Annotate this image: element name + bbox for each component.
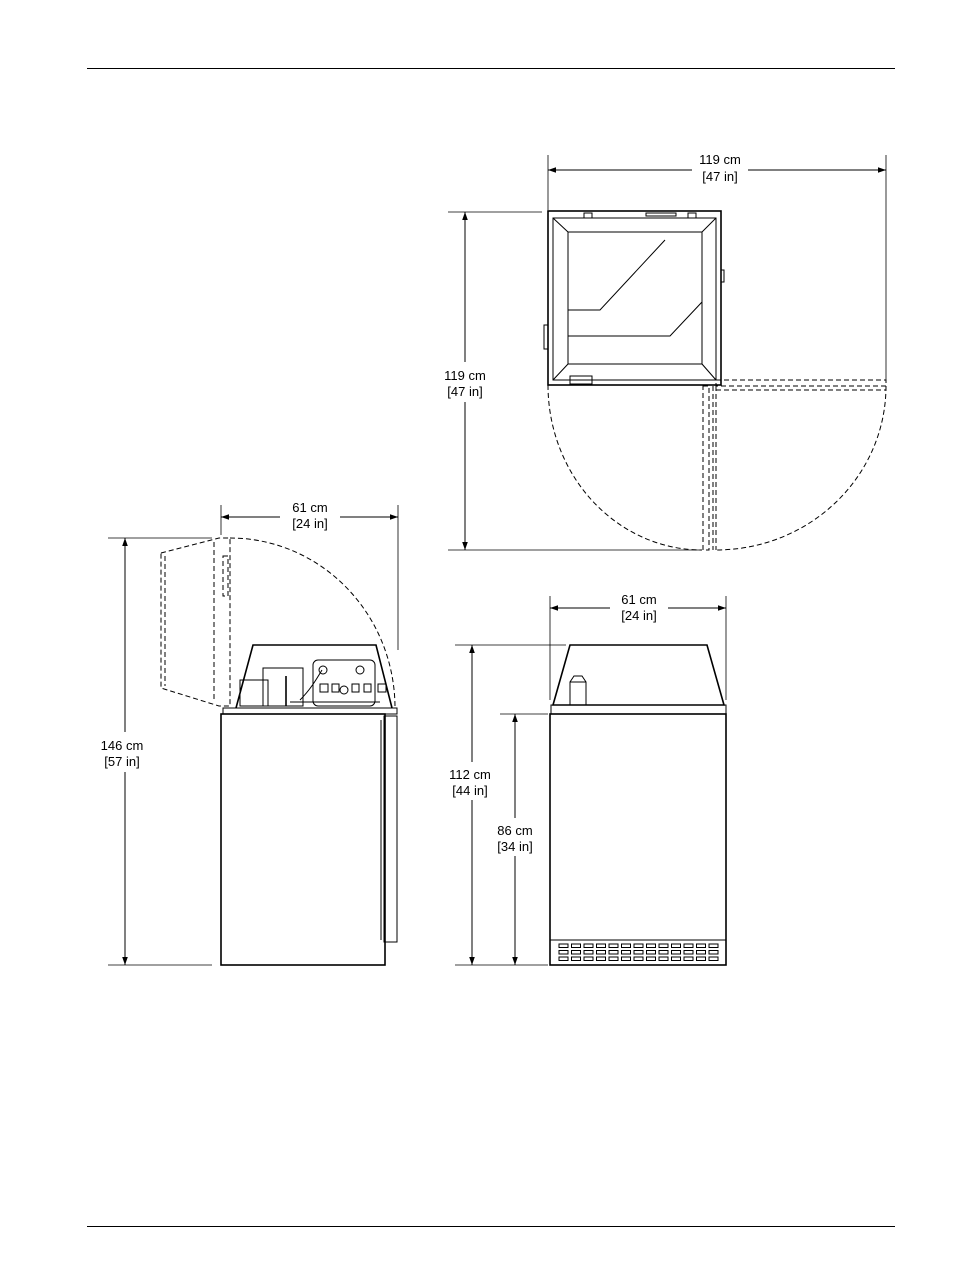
vent-slot <box>559 957 568 961</box>
vent-slot <box>622 944 631 948</box>
side-height-metric-label: 146 cm <box>101 738 144 753</box>
front-vents <box>559 944 718 961</box>
vent-slot <box>709 944 718 948</box>
vent-slot <box>684 957 693 961</box>
vent-slot <box>659 957 668 961</box>
vent-slot <box>597 951 606 955</box>
vent-slot <box>634 944 643 948</box>
vent-slot <box>634 951 643 955</box>
vent-slot <box>672 951 681 955</box>
side-view: 61 cm [24 in] 146 cm [57 in] <box>101 500 398 965</box>
top-depth-metric-label: 119 cm <box>444 368 486 383</box>
top-view: 119 cm [47 in] 119 cm [47 in] <box>444 152 886 550</box>
front-height-metric-label: 112 cm <box>449 767 491 782</box>
top-width-imperial-label: [47 in] <box>702 169 737 184</box>
vent-slot <box>684 944 693 948</box>
vent-slot <box>709 951 718 955</box>
vent-slot <box>584 957 593 961</box>
front-body-height-imperial-label: [34 in] <box>497 839 532 854</box>
vent-slot <box>672 957 681 961</box>
side-width-metric-label: 61 cm <box>292 500 327 515</box>
vent-slot <box>647 957 656 961</box>
vent-slot <box>634 957 643 961</box>
vent-slot <box>647 951 656 955</box>
front-body-height-metric-label: 86 cm <box>497 823 532 838</box>
vent-slot <box>572 944 581 948</box>
side-height-imperial-label: [57 in] <box>104 754 139 769</box>
side-width-imperial-label: [24 in] <box>292 516 327 531</box>
vent-slot <box>622 951 631 955</box>
vent-slot <box>659 944 668 948</box>
vent-slot <box>697 951 706 955</box>
vent-slot <box>659 951 668 955</box>
front-width-metric-label: 61 cm <box>621 592 656 607</box>
vent-slot <box>609 944 618 948</box>
vent-slot <box>609 951 618 955</box>
vent-slot <box>572 951 581 955</box>
front-height-imperial-label: [44 in] <box>452 783 487 798</box>
front-view: 61 cm [24 in] 112 cm [44 in] 86 cm [34 i… <box>449 592 726 965</box>
vent-slot <box>609 957 618 961</box>
vent-slot <box>584 951 593 955</box>
vent-slot <box>622 957 631 961</box>
vent-slot <box>672 944 681 948</box>
vent-slot <box>709 957 718 961</box>
vent-slot <box>647 944 656 948</box>
vent-slot <box>697 957 706 961</box>
vent-slot <box>559 951 568 955</box>
vent-slot <box>684 951 693 955</box>
vent-slot <box>559 944 568 948</box>
top-width-metric-label: 119 cm <box>699 152 741 167</box>
front-width-imperial-label: [24 in] <box>621 608 656 623</box>
vent-slot <box>572 957 581 961</box>
top-depth-imperial-label: [47 in] <box>447 384 482 399</box>
vent-slot <box>597 944 606 948</box>
vent-slot <box>597 957 606 961</box>
vent-slot <box>697 944 706 948</box>
vent-slot <box>584 944 593 948</box>
